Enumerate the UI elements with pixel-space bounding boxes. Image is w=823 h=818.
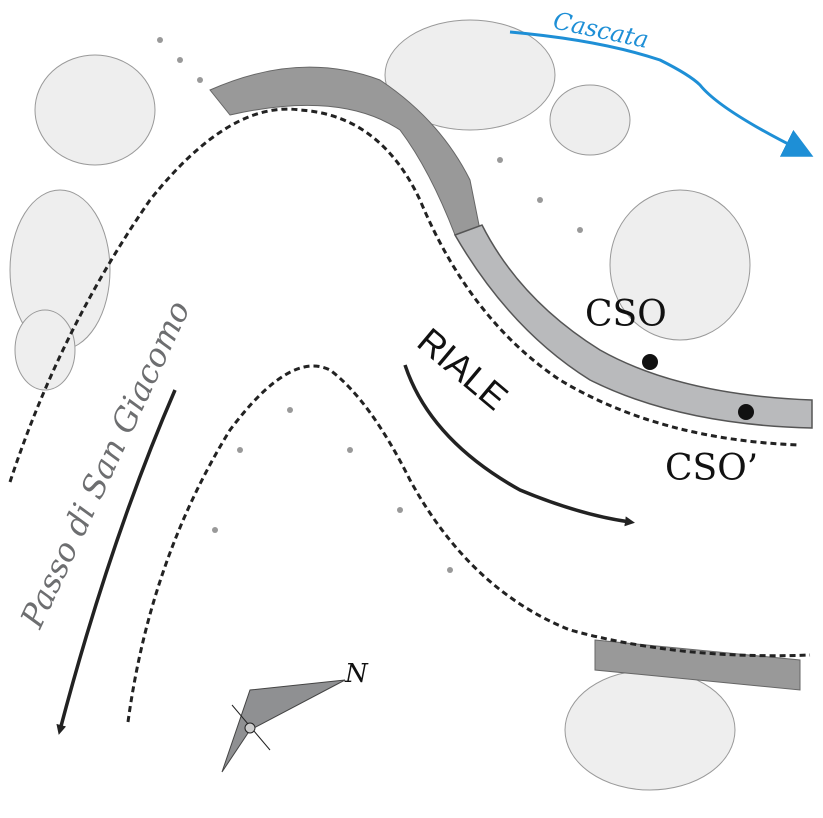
north-label: N (344, 659, 369, 689)
cso-prime-point (738, 404, 754, 420)
bank-left-dashed (8, 107, 801, 483)
rock-cluster-top-left (9, 54, 156, 391)
stream-label: RIALE (410, 320, 516, 418)
waterfall-flow-arrow (509, 30, 814, 157)
bank-right-dashed (126, 364, 811, 723)
cso-prime-label: CSO’ (665, 448, 758, 489)
rock-cluster-top-right (384, 19, 751, 341)
waterfall-label: Cascata (551, 6, 651, 53)
culvert-channel (453, 224, 813, 429)
rock-cluster-bottom-right (564, 669, 736, 791)
north-arrow-icon (221, 679, 346, 773)
slope-hachures (157, 37, 583, 573)
cso-label: CSO (585, 294, 667, 335)
stream-flow-arrow (403, 364, 635, 527)
cso-point (642, 354, 658, 370)
road-direction-arrow (56, 389, 177, 735)
